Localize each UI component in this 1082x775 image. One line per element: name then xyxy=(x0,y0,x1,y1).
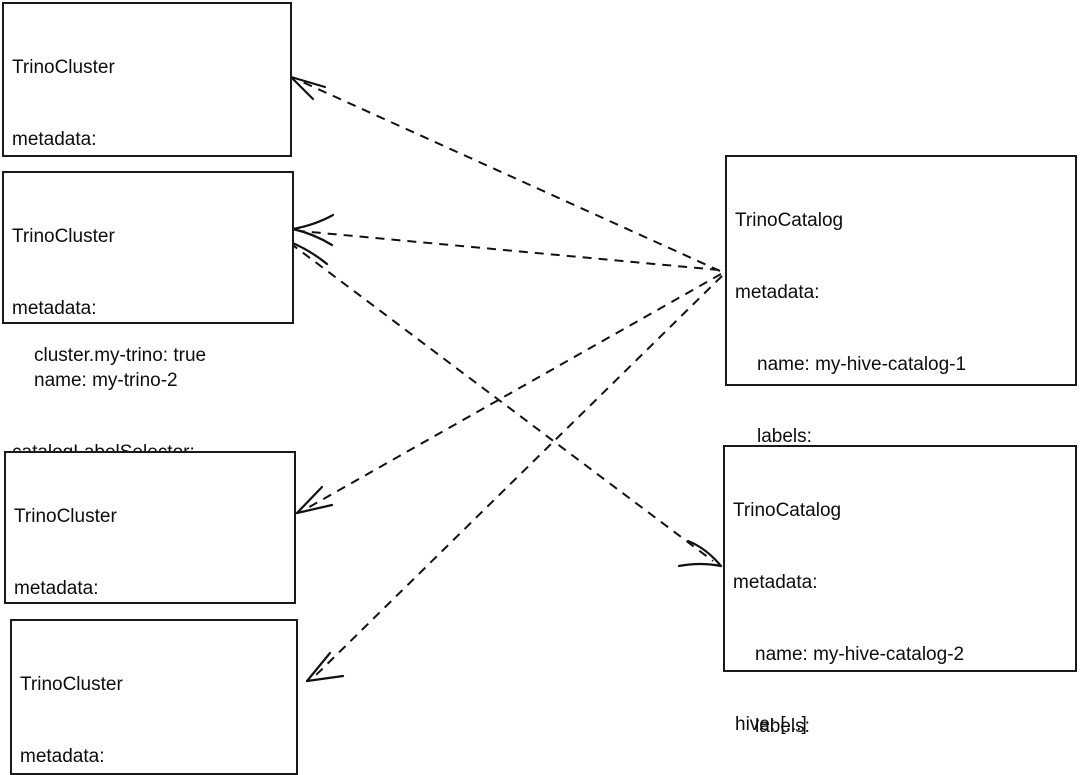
node-line: cluster.my-trino: true xyxy=(34,345,207,366)
edge-catalog1-to-my-trino-blue xyxy=(295,273,722,515)
node-line: TrinoCluster xyxy=(14,506,117,527)
node-line: TrinoCluster xyxy=(20,674,123,695)
node-trinocluster-my-trino-blue[interactable]: TrinoCluster metadata: name: my-trino-bl… xyxy=(4,451,296,743)
node-trinocatalog-my-hive-catalog-1[interactable]: TrinoCatalog metadata: name: my-hive-cat… xyxy=(725,155,1077,735)
node-trinocluster-my-trino-green[interactable]: TrinoCluster metadata: name: my-trino-gr… xyxy=(10,619,298,775)
node-line: metadata: xyxy=(733,572,818,593)
node-line: TrinoCatalog xyxy=(735,210,844,231)
node-line: metadata: xyxy=(14,578,99,599)
edge-catalog2-to-my-trino-2 xyxy=(286,239,723,568)
node-body-my-trino-green: TrinoCluster metadata: name: my-trino-gr… xyxy=(20,625,224,775)
node-body-my-hive-catalog-2: TrinoCatalog metadata: name: my-hive-cat… xyxy=(733,451,966,775)
edge-catalog1-to-my-trino xyxy=(289,75,721,272)
node-line: metadata: xyxy=(12,129,97,150)
node-line: TrinoCatalog xyxy=(733,500,842,521)
node-line: hive: [...] xyxy=(735,714,807,735)
node-line: metadata: xyxy=(20,746,105,767)
node-line: TrinoCluster xyxy=(12,226,115,247)
edge-catalog1-to-my-trino-green xyxy=(305,275,723,683)
node-line: name: my-hive-catalog-2 xyxy=(755,644,965,665)
node-line: labels: xyxy=(757,426,812,447)
node-line: name: my-hive-catalog-1 xyxy=(757,354,967,375)
node-line: metadata: xyxy=(735,282,820,303)
node-line: metadata: xyxy=(12,298,97,319)
node-trinocluster-my-trino[interactable]: TrinoCluster metadata: name: my-trino ca… xyxy=(2,2,292,366)
node-line: name: my-trino-2 xyxy=(34,370,178,391)
node-line: labels: xyxy=(755,716,810,737)
node-trinocatalog-my-hive-catalog-2[interactable]: TrinoCatalog metadata: name: my-hive-cat… xyxy=(723,445,1077,737)
node-trinocluster-my-trino-2[interactable]: TrinoCluster metadata: name: my-trino-2 … xyxy=(2,171,294,535)
edge-catalog1-to-my-trino-2 xyxy=(291,213,720,271)
node-line: TrinoCluster xyxy=(12,57,115,78)
